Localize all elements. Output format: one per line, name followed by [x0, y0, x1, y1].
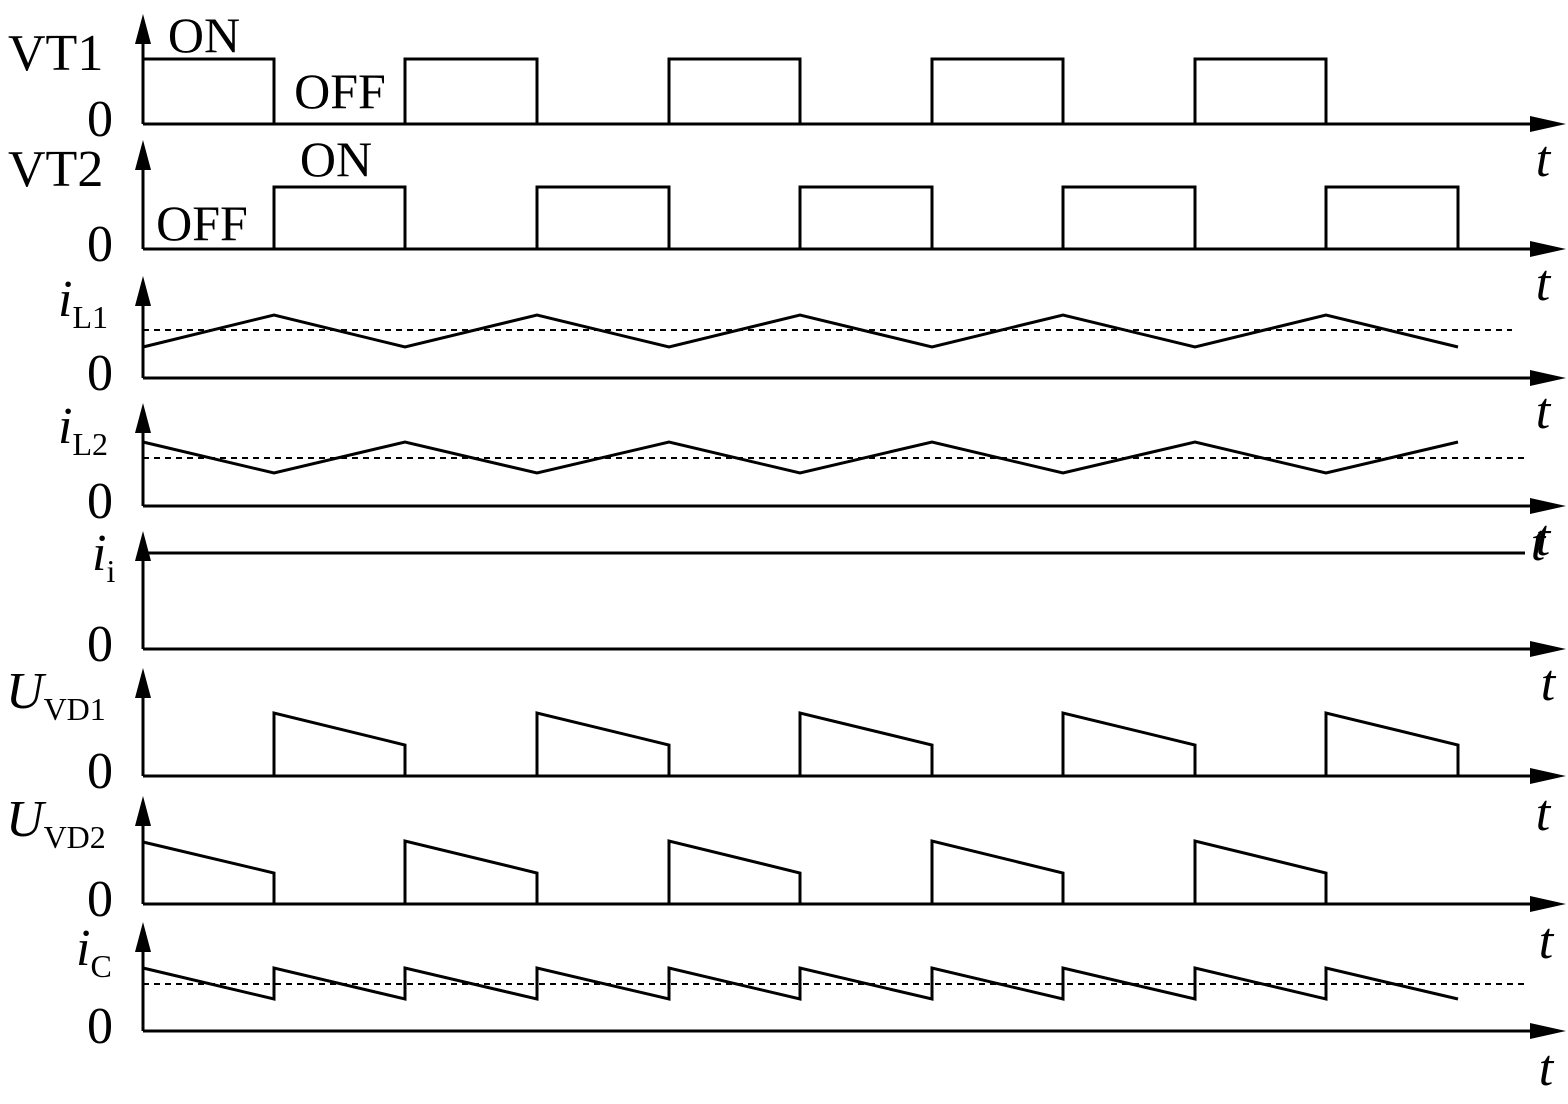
- ic-capacitor-current-waveform: [142, 966, 1459, 1001]
- il2-time-axis-arrowhead: [1530, 498, 1566, 514]
- uvd2-time-label: t: [1539, 913, 1555, 970]
- uvd2-voltage-waveform: [142, 839, 1328, 906]
- il1-zero-label: 0: [87, 345, 113, 402]
- il1-panel-label: iL1: [58, 271, 108, 335]
- il2-time-label: t: [1536, 510, 1552, 567]
- uvd2-time-axis-arrowhead: [1530, 896, 1566, 912]
- il2-current-waveform: [142, 440, 1459, 475]
- il1-panel-label-subscript: L1: [72, 299, 108, 335]
- ii-time-axis-arrowhead: [1530, 641, 1566, 657]
- vt1-on-label: ON: [168, 7, 240, 63]
- ii-panel-label-subscript: i: [106, 553, 115, 589]
- ii-top-time-label: t: [1531, 515, 1547, 572]
- uvd2-panel-label-subscript: VD2: [44, 819, 106, 855]
- il2-panel-label: iL2: [58, 398, 108, 462]
- ic-panel-label: iC: [76, 920, 112, 984]
- vt2-zero-label: 0: [87, 216, 113, 273]
- ii-panel-label: ii: [92, 525, 115, 589]
- il2-panel-label-subscript: L2: [72, 426, 108, 462]
- uvd1-voltage-waveform: [143, 711, 1460, 778]
- il1-time-axis-arrowhead: [1530, 370, 1566, 386]
- vt2-time-axis-arrowhead: [1530, 241, 1566, 257]
- il1-time-label: t: [1536, 383, 1552, 440]
- traces-layer: [142, 57, 1525, 1001]
- uvd2-zero-label: 0: [87, 871, 113, 928]
- ic-panel-label-subscript: C: [90, 948, 111, 984]
- il1-current-waveform: [142, 313, 1459, 349]
- vt2-gate-waveform: [145, 185, 1460, 251]
- ii-zero-label: 0: [87, 616, 113, 673]
- vt1-zero-label: 0: [87, 91, 113, 148]
- ii-value-axis-arrowhead: [135, 531, 151, 561]
- il2-zero-label: 0: [87, 473, 113, 530]
- vt2-time-label: t: [1536, 255, 1552, 312]
- labels-layer: 00000000tttttttttVT1VT2iL1iL2iiUVD1UVD2i…: [6, 7, 1557, 1097]
- vt1-value-axis-arrowhead: [135, 14, 151, 44]
- uvd2-value-axis-arrowhead: [135, 796, 151, 826]
- uvd1-time-label: t: [1536, 785, 1552, 842]
- vt2-off-label: OFF: [156, 195, 248, 251]
- vt1-time-label: t: [1536, 131, 1552, 188]
- ic-time-label: t: [1539, 1040, 1555, 1097]
- vt2-on-label: ON: [300, 131, 372, 187]
- uvd1-panel-label-subscript: VD1: [44, 691, 106, 727]
- uvd1-time-axis-arrowhead: [1530, 768, 1566, 784]
- ic-value-axis-arrowhead: [135, 922, 151, 952]
- ic-time-axis-arrowhead: [1530, 1023, 1566, 1039]
- vt2-value-axis-arrowhead: [135, 140, 151, 170]
- ii-time-label: t: [1541, 655, 1557, 712]
- vt1-off-label: OFF: [294, 63, 386, 119]
- vt1-gate-waveform: [143, 57, 1328, 126]
- ic-zero-label: 0: [87, 998, 113, 1055]
- vt1-panel-label: VT1: [8, 25, 103, 82]
- uvd1-zero-label: 0: [87, 743, 113, 800]
- il1-value-axis-arrowhead: [135, 276, 151, 306]
- uvd2-panel-label: UVD2: [6, 791, 106, 855]
- vt2-panel-label: VT2: [8, 141, 103, 198]
- il2-value-axis-arrowhead: [135, 403, 151, 433]
- vt1-time-axis-arrowhead: [1530, 116, 1566, 132]
- uvd1-value-axis-arrowhead: [135, 668, 151, 698]
